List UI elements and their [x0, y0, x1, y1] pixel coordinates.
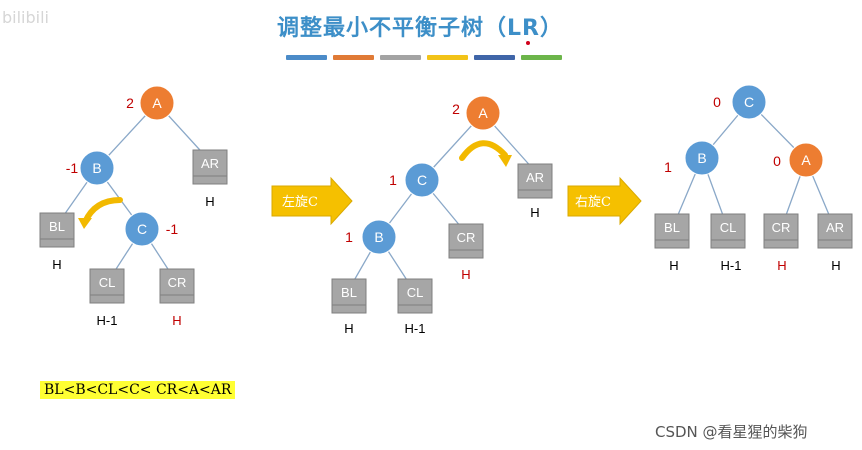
tree2-subtree-cr-label: CR	[457, 230, 476, 245]
tree3-node-b-bf: 1	[664, 159, 672, 175]
tree2-node-a	[465, 95, 501, 131]
tree3-subtree-ar-label: AR	[826, 220, 844, 235]
tree2-subtree-cr: CR H	[448, 223, 484, 282]
bilibili-watermark: bilibili	[2, 8, 49, 27]
tree1-subtree-ar-label: AR	[201, 156, 219, 171]
tree1: A 2 B -1 C -1 AR H BL H CL H-1	[39, 85, 228, 328]
tree1-subtree-cl-height: H-1	[97, 313, 118, 328]
tree2-rotate-arrow-icon	[459, 140, 512, 167]
tree2-subtree-cl-label: CL	[407, 285, 424, 300]
tree2-node-c	[404, 162, 440, 198]
tree1-subtree-bl-label: BL	[49, 219, 65, 234]
tree3-subtree-cl-height: H-1	[721, 258, 742, 273]
tree2: A 2 C 1 B 1 AR H CR H BL H CL	[331, 95, 553, 336]
tree2-node-b-label: B	[374, 229, 383, 245]
tree1-node-a-label: A	[152, 95, 162, 111]
tree1-node-b-label: B	[92, 160, 101, 176]
tree1-subtree-cr: CR H	[159, 268, 195, 328]
tree3-node-b-label: B	[697, 150, 706, 166]
tree3-node-c	[731, 84, 767, 120]
tree3-node-b	[684, 140, 720, 176]
tree1-subtree-cr-height: H	[172, 313, 181, 328]
tree2-node-b-bf: 1	[345, 229, 353, 245]
tree1-node-c	[124, 211, 160, 247]
tree1-node-b-bf: -1	[66, 160, 79, 176]
tree2-subtree-ar: AR H	[517, 163, 553, 220]
tree3-subtree-cr-label: CR	[772, 220, 791, 235]
color-bar-5	[474, 55, 515, 60]
tree1-node-a	[139, 85, 175, 121]
tree1-subtree-cr-label: CR	[168, 275, 187, 290]
tree1-subtree-bl-height: H	[52, 257, 61, 272]
tree3-node-a	[788, 142, 824, 178]
tree1-node-b	[79, 150, 115, 186]
tree2-node-a-bf: 2	[452, 101, 460, 117]
right-rotate-arrow-label: 右旋C	[575, 195, 611, 210]
credit-text: CSDN @看星猩的柴狗	[655, 423, 808, 441]
tree2-subtree-ar-height: H	[530, 205, 539, 220]
tree1-node-c-bf: -1	[166, 221, 179, 237]
tree2-node-a-label: A	[478, 105, 488, 121]
tree2-subtree-cl-height: H-1	[405, 321, 426, 336]
tree3-node-c-label: C	[744, 94, 754, 110]
color-bar-4	[427, 55, 468, 60]
color-bar-6	[521, 55, 562, 60]
tree1-subtree-cl: CL H-1	[89, 268, 125, 328]
tree2-edges	[347, 112, 535, 292]
tree3-subtree-cl: CL H-1	[710, 213, 746, 273]
tree2-node-c-label: C	[417, 172, 427, 188]
tree1-subtree-cl-label: CL	[99, 275, 116, 290]
tree3-node-a-bf: 0	[773, 153, 781, 169]
tree2-subtree-bl: BL H	[331, 278, 367, 336]
tree1-node-a-bf: 2	[126, 95, 134, 111]
tree2-subtree-ar-label: AR	[526, 170, 544, 185]
tree1-node-c-label: C	[137, 221, 147, 237]
tree3-subtree-ar: AR H	[817, 213, 853, 273]
tree3-subtree-ar-height: H	[831, 258, 840, 273]
tree3-subtree-cl-label: CL	[720, 220, 737, 235]
left-rotate-arrow-label: 左旋C	[282, 195, 318, 210]
tree3-subtree-bl-height: H	[669, 258, 678, 273]
inorder-formula: BL<B<CL<C< CR<A<AR	[40, 381, 236, 399]
color-bars	[286, 55, 562, 60]
tree3: C 0 B 1 A 0 BL H CL H-1 CR H AR	[654, 84, 853, 273]
tree3-subtree-bl-label: BL	[664, 220, 680, 235]
tree1-subtree-bl: BL H	[39, 212, 75, 272]
tree3-subtree-cr-height: H	[777, 258, 786, 273]
tree1-edges	[56, 102, 210, 284]
tree3-node-a-label: A	[801, 152, 811, 168]
tree3-subtree-bl: BL H	[654, 213, 690, 273]
tree2-subtree-cl: CL H-1	[397, 278, 433, 336]
tree2-node-c-bf: 1	[389, 172, 397, 188]
tree3-subtree-cr: CR H	[763, 213, 799, 273]
tree2-subtree-bl-label: BL	[341, 285, 357, 300]
tree1-rotate-arrow-icon	[78, 197, 123, 229]
right-rotate-arrow: 右旋C	[567, 176, 642, 226]
left-rotate-arrow: 左旋C	[271, 176, 353, 226]
tree1-subtree-ar-height: H	[205, 194, 214, 209]
diagram-title: 调整最小不平衡子树（LR）	[277, 16, 563, 41]
red-dot-decoration	[526, 41, 530, 45]
tree2-subtree-cr-height: H	[461, 267, 470, 282]
color-bar-2	[333, 55, 374, 60]
tree2-subtree-bl-height: H	[344, 321, 353, 336]
color-bar-3	[380, 55, 421, 60]
tree1-subtree-ar: AR H	[192, 149, 228, 209]
tree2-node-b	[361, 219, 397, 255]
tree3-node-c-bf: 0	[713, 94, 721, 110]
color-bar-1	[286, 55, 327, 60]
